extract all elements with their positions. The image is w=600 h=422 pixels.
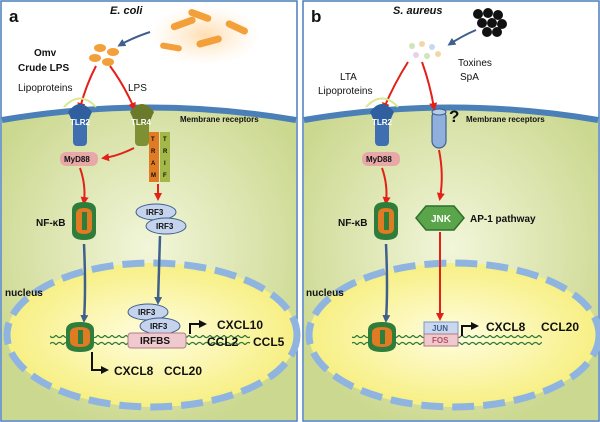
ccl20-label-b: CCL20	[541, 320, 579, 334]
tram-letter-4: M	[151, 173, 156, 179]
ccl20-label-a: CCL20	[164, 364, 202, 378]
ap1-pathway-label: AP-1 pathway	[470, 214, 536, 225]
jnk-label: JNK	[431, 214, 452, 225]
arrow-receptor-to-jnk	[436, 149, 445, 201]
myd88-label-a: MyD88	[64, 155, 90, 164]
nfkb-dna-bound-a	[66, 322, 94, 352]
nfkb-label-b: NF-κB	[338, 218, 367, 229]
irf3-bottom-label-a: IRF3	[156, 222, 174, 231]
unknown-receptor	[431, 108, 447, 149]
saureus-bacteria	[473, 8, 507, 37]
tlr2-receptor-a	[63, 97, 97, 146]
arrow-to-tlr2-b	[382, 61, 409, 111]
arrow-saureus-to-factors	[447, 29, 477, 46]
tlr4-label: TLR4	[131, 118, 152, 127]
panel-a-letter: a	[9, 7, 19, 26]
ecoli-bacteria	[150, 5, 260, 65]
membrane-b	[303, 104, 599, 123]
cxcl8-label-a: CXCL8	[114, 364, 154, 378]
irfbs-box	[127, 332, 187, 349]
tlr2-label-b: TLR2	[372, 118, 393, 127]
cxcl8-label-b: CXCL8	[486, 320, 526, 334]
nfkb-label-a: NF-κB	[36, 218, 65, 229]
toxines-label: Toxines	[458, 58, 492, 69]
organism-label-b: S. aureus	[393, 5, 443, 17]
trif-box	[160, 132, 170, 182]
crude-lps-label: Crude LPS	[18, 63, 69, 74]
jnk-hexagon	[415, 205, 465, 231]
panel-b-letter: b	[311, 7, 321, 26]
lipoproteins-label-b: Lipoproteins	[318, 86, 372, 97]
nucleus-label-b: nucleus	[306, 288, 344, 299]
tlr2-receptor-b	[365, 97, 399, 146]
membrane-receptors-label-a: Membrane receptors	[180, 115, 259, 124]
arrow-nfkb-to-nucleus-a	[80, 243, 89, 323]
arrow-nfkb-to-nucleus-b	[382, 243, 391, 323]
arrow-myd88-to-nfkb-a	[79, 167, 89, 205]
arrow-ecoli-to-omv	[117, 31, 151, 47]
irf3-nuc-bottom-label: IRF3	[150, 322, 168, 331]
irf3-nuc-top-label: IRF3	[138, 308, 156, 317]
trif-letter-1: T	[163, 137, 167, 143]
arrow-nfkb-target-genes-a	[91, 352, 109, 374]
arrow-tlr4-to-myd88	[101, 147, 135, 162]
tlr4-receptor	[130, 104, 154, 146]
nfkb-complex-b	[374, 202, 398, 240]
cxcl10-label: CXCL10	[217, 318, 263, 332]
tram-letter-1: T	[151, 137, 155, 143]
arrow-to-unknown-receptor	[421, 61, 438, 111]
organism-label-a: E. coli	[110, 5, 143, 17]
trif-letter-2: R	[163, 149, 168, 155]
secreted-factors-icon	[409, 41, 441, 59]
arrow-irf-target-genes	[189, 320, 207, 334]
jun-label: JUN	[432, 324, 448, 333]
unknown-receptor-question: ?	[449, 107, 459, 126]
myd88-label-b: MyD88	[366, 155, 392, 164]
trif-letter-4: F	[163, 173, 167, 179]
fos-label: FOS	[432, 336, 449, 345]
myd88-box-b	[362, 152, 400, 166]
irfbs-label: IRFBS	[140, 336, 170, 347]
ccl2-label: CCL2	[207, 335, 239, 349]
arrow-irf3-to-nucleus	[154, 235, 163, 305]
irf3-top-label-a: IRF3	[146, 208, 164, 217]
omv-vesicles-icon	[89, 44, 119, 66]
ccl5-label: CCL5	[253, 335, 285, 349]
arrow-to-tlr4	[109, 65, 136, 111]
lps-label: LPS	[128, 83, 147, 94]
spa-label: SpA	[460, 72, 479, 83]
myd88-box-a	[60, 152, 98, 166]
panel-a: a E. coli Omv Crude LPS Lipoproteins LPS	[0, 0, 301, 422]
nfkb-complex-a	[72, 202, 96, 240]
fos-box	[423, 333, 459, 347]
arrow-myd88-to-nfkb-b	[381, 167, 391, 205]
lta-label: LTA	[340, 72, 357, 83]
panel-b: b S. aureus LTA Lipoproteins Toxines SpA	[302, 0, 600, 422]
tlr2-label-a: TLR2	[70, 118, 91, 127]
arrow-ap1-target-genes	[461, 322, 479, 336]
membrane-receptors-label-b: Membrane receptors	[466, 115, 545, 124]
trif-letter-3: I	[164, 161, 166, 167]
irf3-bottom-a	[145, 217, 187, 235]
lipoproteins-label-a: Lipoproteins	[18, 83, 72, 94]
omv-label: Omv	[34, 48, 57, 59]
tram-letter-3: A	[151, 161, 156, 167]
tram-letter-2: R	[151, 149, 156, 155]
nucleus-label-a: nucleus	[5, 288, 43, 299]
nfkb-dna-bound-b	[368, 322, 396, 352]
tram-box	[149, 132, 159, 182]
